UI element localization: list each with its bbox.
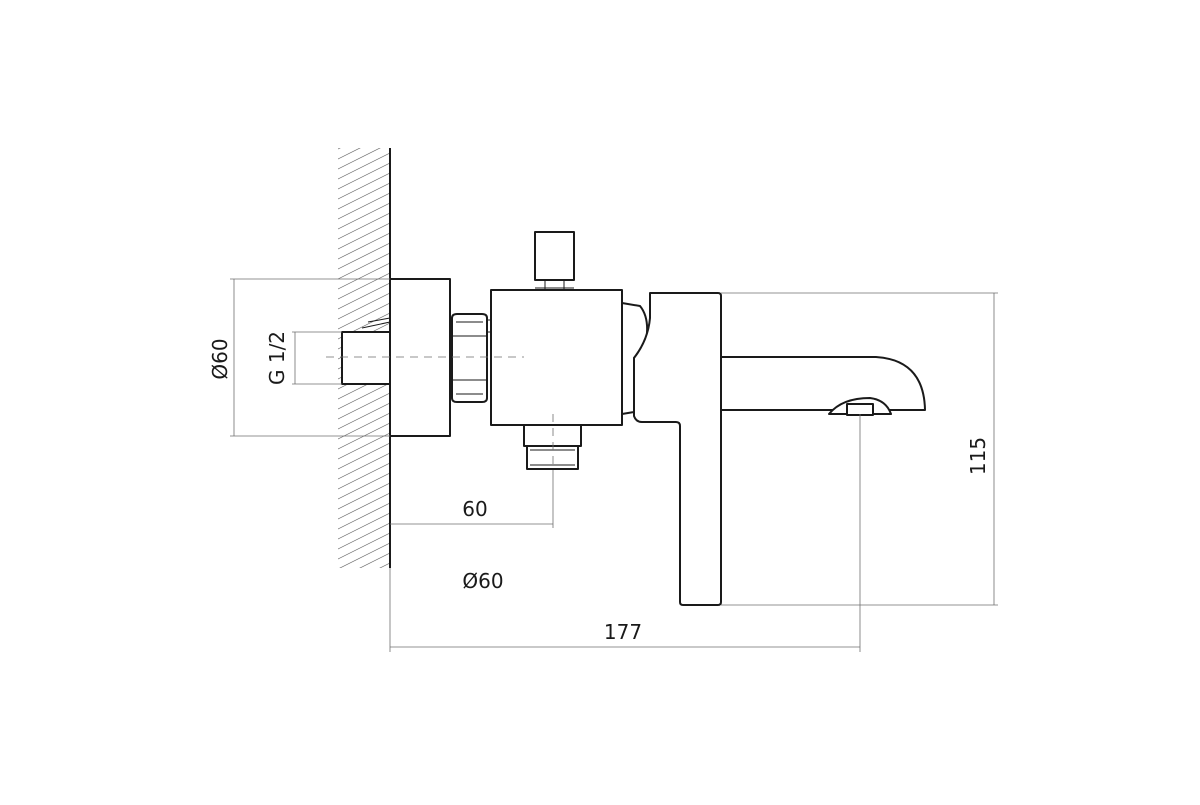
dim-flange-diameter: Ø60 [208, 278, 390, 437]
dim-total-height-label: 115 [966, 437, 990, 475]
hatch-line [338, 152, 390, 180]
wall-flange [389, 278, 451, 437]
inlet-pipe [341, 331, 391, 385]
hatch-line [338, 392, 390, 420]
dim-total-projection: 177 [389, 414, 861, 652]
hatch-line [338, 302, 390, 330]
hatch-line [338, 462, 390, 490]
hatch-line [338, 182, 390, 210]
hatch-line [338, 442, 390, 470]
hatch-line [338, 472, 390, 500]
dim-total-projection-label: 177 [604, 620, 642, 644]
hatch-line [338, 202, 390, 230]
bottom-outlet-fitting [523, 424, 582, 470]
hatch-line [338, 402, 390, 430]
hatch-line [338, 272, 390, 300]
hatch-line [379, 562, 390, 568]
dim-inlet-thread-label: G 1/2 [265, 331, 289, 385]
spout [717, 356, 926, 411]
hex-nut [451, 313, 492, 403]
mixer-body [490, 289, 623, 426]
dim-inlet-thread: G 1/2 [265, 331, 342, 385]
hatch-line [338, 532, 390, 560]
hatch-line [338, 242, 390, 270]
diverter-knob [534, 231, 575, 290]
hatch-line [338, 292, 390, 320]
hatch-line [338, 232, 390, 260]
hatch-line [336, 582, 392, 610]
dim-body-offset: 60 [390, 478, 554, 528]
hatch-line [336, 602, 392, 630]
hatch-line [338, 452, 390, 480]
hatch-line [338, 148, 361, 160]
hatch-line [338, 512, 390, 540]
hatch-line [336, 112, 392, 140]
dim-body-diameter-label: Ø60 [462, 569, 503, 593]
hatch-line [336, 592, 392, 620]
hatch-line [338, 252, 390, 280]
dim-total-height: 115 [721, 292, 998, 606]
hatch-line [338, 262, 390, 290]
hatch-line [338, 432, 390, 460]
hatch-line [338, 172, 390, 200]
inlet-connector [341, 317, 391, 385]
hatch-line [338, 482, 390, 510]
dim-body-offset-label: 60 [462, 497, 487, 521]
hatch-line [338, 148, 341, 150]
hatch-line [338, 148, 381, 170]
hatch-line [338, 212, 390, 240]
lever-handle [633, 292, 722, 606]
hatch-line [338, 522, 390, 550]
hatch-line [336, 572, 392, 600]
hatch-line [338, 492, 390, 520]
hatch-line [338, 412, 390, 440]
hatch-line [338, 162, 390, 190]
hatch-line [338, 502, 390, 530]
dim-flange-diameter-label: Ø60 [208, 338, 232, 379]
hatch-line [338, 382, 390, 410]
hatch-line [338, 222, 390, 250]
hatch-line [338, 192, 390, 220]
hatch-line [359, 552, 390, 568]
hatch-line [339, 542, 390, 568]
hatch-line [338, 282, 390, 310]
